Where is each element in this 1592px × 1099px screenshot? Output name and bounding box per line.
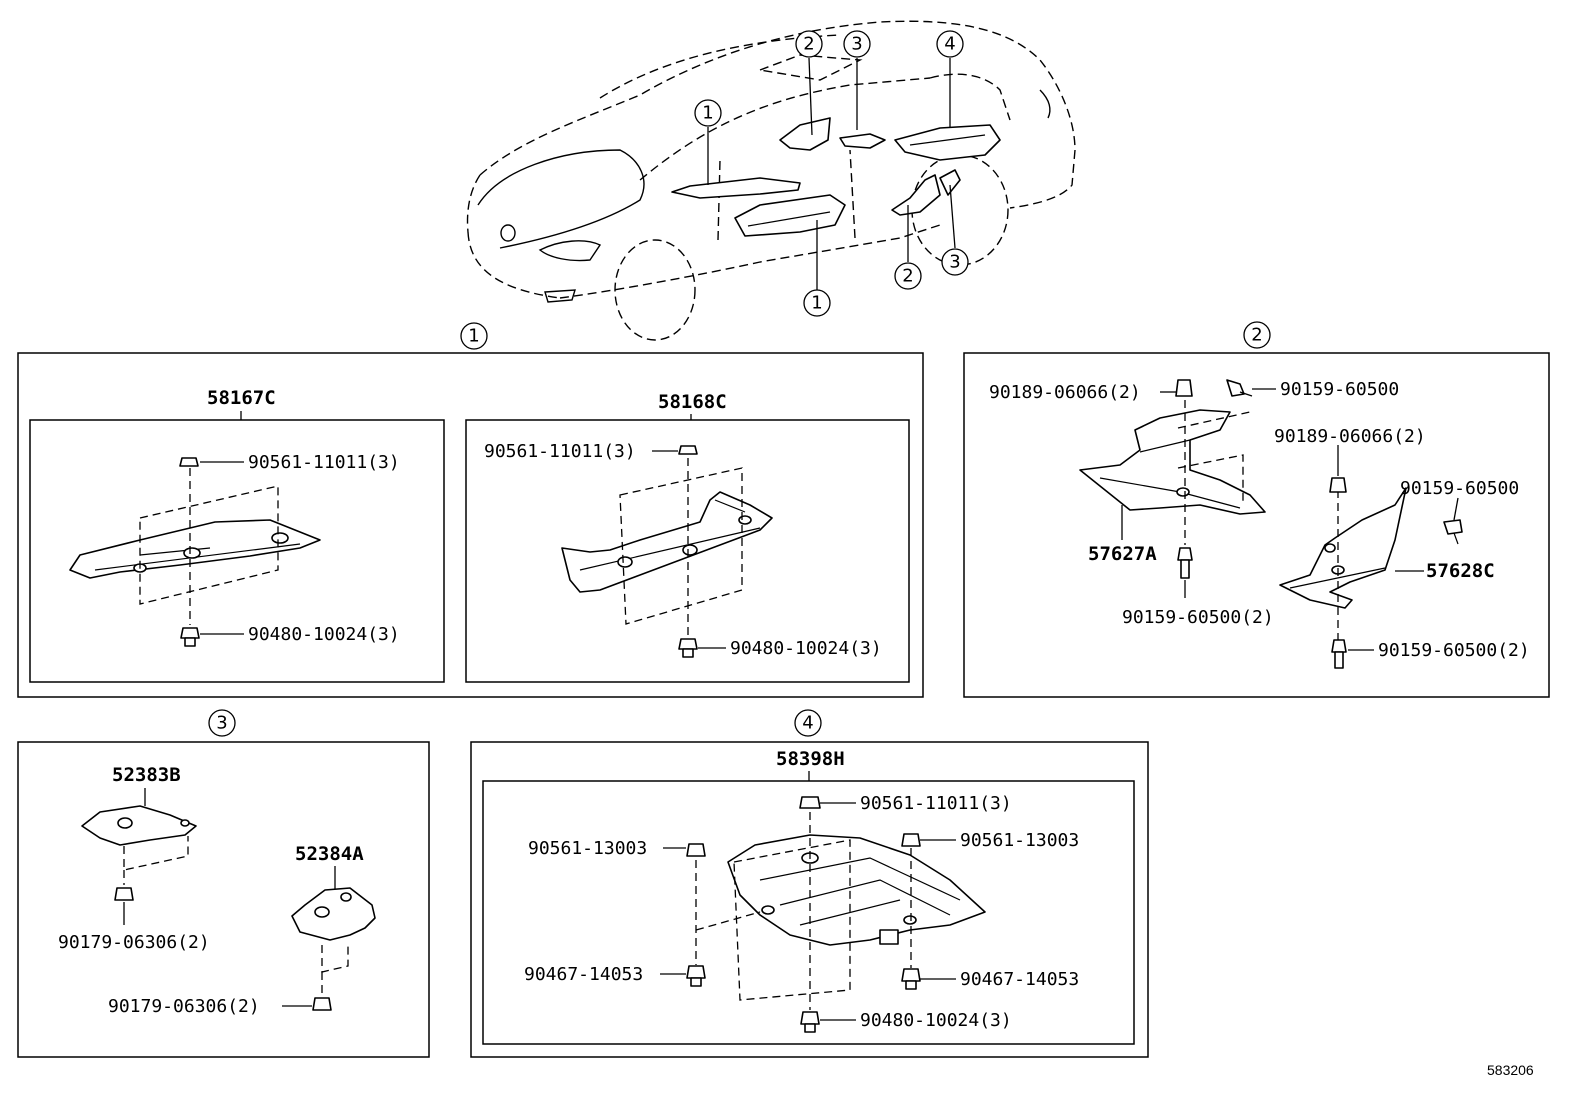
screw-90159-60500-b [1226,379,1253,397]
section-3-number: 3 [216,713,227,734]
label-90159-60500-h: 90159-60500(2) [1378,640,1530,661]
label-90480-10024: 90480-10024(3) [860,1010,1012,1031]
bolt-90467-14053-right [901,968,921,990]
fastener-90480-10024-left-label: 90480-10024(3) [248,624,400,645]
bolt-90480-10024-right [678,638,698,658]
section-2: 2 90189-06066(2) 90159-60500 90159-60500… [963,321,1550,698]
bolt-90480-10024-left [180,627,200,647]
section-2-number: 2 [1251,325,1262,346]
car-overview: 1 1 2 2 3 3 4 [466,20,1076,341]
section-3-frame [17,741,430,1058]
clip-90561-13003-right [901,833,921,847]
section-3: 3 52383B 90179-06306(2) 52384A 90179-063… [17,709,430,1058]
car-callout-2a: 2 [803,34,814,55]
part-58168c [561,491,773,593]
fastener-90480-10024-right-label: 90480-10024(3) [730,638,882,659]
part-58398h-label: 58398H [776,748,845,770]
car-callout-2b: 2 [902,266,913,287]
clip-90561-13003-left [686,843,706,857]
fastener-90561-11011-right-label: 90561-11011(3) [484,441,636,462]
car-callout-1a: 1 [702,103,713,124]
section-1-number: 1 [468,326,479,347]
part-58167c [69,519,321,579]
car-callout-3b: 3 [949,252,960,273]
bolt-90467-14053-left [686,965,706,987]
part-52383b [81,805,197,846]
screw-90159-60500-h [1331,639,1347,669]
clip-90561-11011 [799,796,821,809]
part-58167c-label: 58167C [207,387,276,409]
part-52384a [291,887,376,941]
part-57628c-label: 57628C [1426,560,1495,582]
section-1: 1 58167C 90561-11011(3) 90480-10024(3) 5… [17,322,924,698]
label-90159-60500-g: 90159-60500(2) [1122,607,1274,628]
clip-90561-11011-right [678,445,698,455]
clip-90189-06066-c [1329,477,1347,493]
section-1-frame [17,352,924,698]
label-90561-13003-right: 90561-13003 [960,830,1079,851]
bolt-90179-06306-b [312,997,332,1011]
part-58398h [727,834,986,946]
label-90467-14053-right: 90467-14053 [960,969,1079,990]
label-90561-11011: 90561-11011(3) [860,793,1012,814]
part-58168c-label: 58168C [658,391,727,413]
section-4-frame [470,741,1149,1058]
part-57627a [1079,409,1266,515]
car-callout-4: 4 [944,34,955,55]
car-callout-1b: 1 [811,293,822,314]
clip-90561-11011-left [179,457,199,467]
label-90179-06306-b: 90179-06306(2) [108,996,260,1017]
label-90179-06306-a: 90179-06306(2) [58,932,210,953]
label-90159-60500-d: 90159-60500 [1400,478,1519,499]
label-90159-60500-b: 90159-60500 [1280,379,1399,400]
bolt-90179-06306-a [114,887,134,901]
part-52384a-label: 52384A [295,843,364,865]
section-2-frame [963,352,1550,698]
screw-90159-60500-g [1177,547,1193,579]
bolt-90480-10024 [800,1011,820,1033]
clip-90189-06066-a [1175,379,1193,397]
fastener-90561-11011-left-label: 90561-11011(3) [248,452,400,473]
screw-90159-60500-d [1443,519,1463,545]
section-4-number: 4 [802,713,813,734]
reference-number: 583206 [1487,1062,1534,1078]
label-90189-06066-a: 90189-06066(2) [989,382,1141,403]
label-90189-06066-c: 90189-06066(2) [1274,426,1426,447]
label-90561-13003-left: 90561-13003 [528,838,647,859]
part-57628c [1279,487,1407,609]
section-4: 4 58398H 90561-11011(3) 90561-13003 [470,709,1149,1058]
label-90467-14053-left: 90467-14053 [524,964,643,985]
car-callout-3a: 3 [851,34,862,55]
part-57627a-label: 57627A [1088,543,1157,565]
part-52383b-label: 52383B [112,764,181,786]
